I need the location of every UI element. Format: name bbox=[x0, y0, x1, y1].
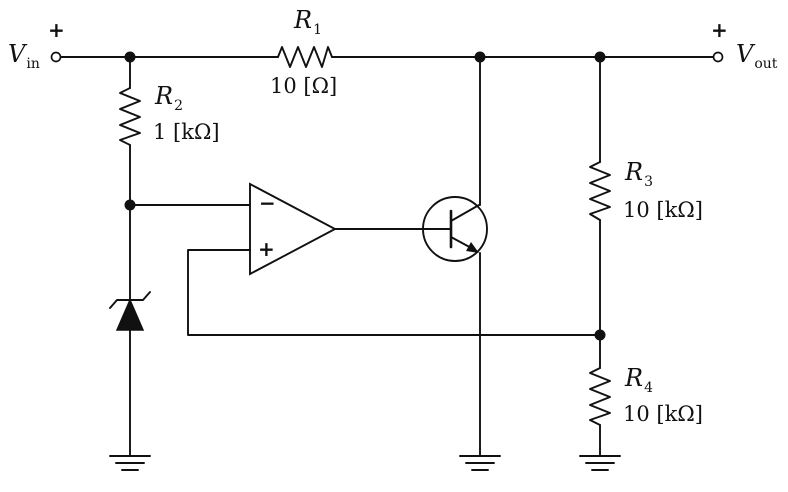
input-terminal bbox=[50, 51, 62, 63]
r3-resistor bbox=[589, 161, 611, 221]
opamp-noninverting-sign: + bbox=[258, 237, 275, 261]
opamp-inverting-sign: − bbox=[259, 191, 276, 215]
r4-value: 10 [kΩ] bbox=[623, 402, 703, 426]
r3-value: 10 [kΩ] bbox=[623, 198, 703, 222]
npn-transistor bbox=[422, 196, 488, 262]
r3-label: R3 bbox=[625, 158, 653, 190]
output-polarity: + bbox=[711, 18, 728, 42]
r4-label: R4 bbox=[625, 364, 653, 396]
input-label: Vin bbox=[8, 40, 40, 72]
input-polarity: + bbox=[48, 18, 65, 42]
output-terminal bbox=[712, 51, 724, 63]
junction-dots bbox=[124, 51, 606, 341]
r1-resistor bbox=[277, 46, 333, 68]
r2-resistor bbox=[119, 87, 141, 146]
ground-symbol-left bbox=[109, 455, 151, 471]
ground-symbol-right bbox=[579, 455, 621, 471]
ground-symbol-transistor bbox=[459, 455, 501, 471]
r1-label: R1 bbox=[294, 6, 322, 38]
r2-value: 1 [kΩ] bbox=[153, 120, 220, 144]
feedback-wire bbox=[187, 249, 601, 336]
output-label: Vout bbox=[736, 40, 778, 72]
r2-label: R2 bbox=[155, 82, 183, 114]
opamp-triangle bbox=[249, 182, 338, 276]
r1-value: 10 [Ω] bbox=[270, 74, 338, 98]
r4-resistor bbox=[589, 367, 611, 426]
